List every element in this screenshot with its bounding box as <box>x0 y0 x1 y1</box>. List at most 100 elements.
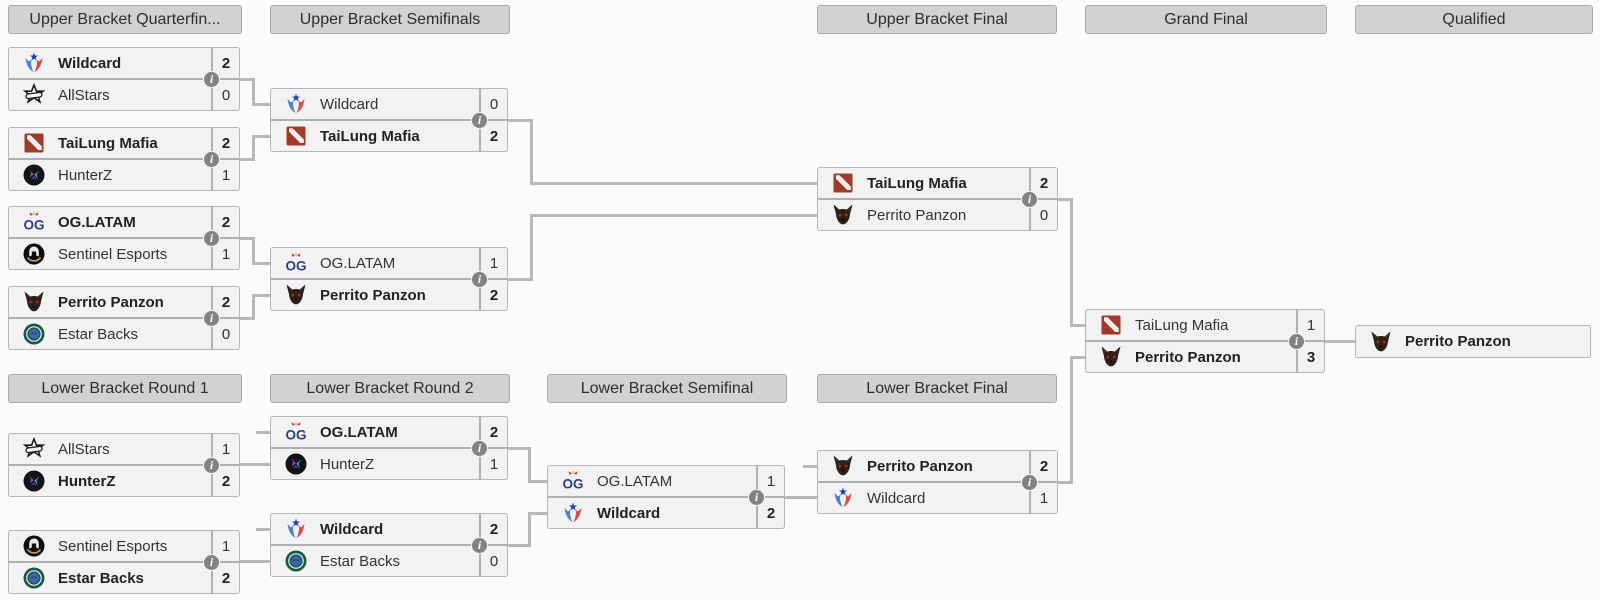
logo-hunterz-icon <box>284 452 308 476</box>
logo-og-latam-icon <box>22 210 46 234</box>
team-score: 2 <box>1029 168 1057 198</box>
team-row[interactable]: TaiLung Mafia 2 <box>271 119 507 151</box>
info-icon[interactable]: i <box>471 112 488 129</box>
connector-line <box>252 237 255 265</box>
info-icon[interactable]: i <box>203 71 220 88</box>
connector-line <box>530 214 817 217</box>
team-row[interactable]: Perrito Panzon <box>1356 326 1590 357</box>
team-row[interactable]: OG.LATAM 2 <box>271 417 507 447</box>
connector-line <box>530 119 533 185</box>
info-icon[interactable]: i <box>471 537 488 554</box>
connector-line <box>252 294 255 320</box>
team-row[interactable]: AllStars 0 <box>9 78 239 110</box>
team-score: 1 <box>211 239 239 269</box>
team-name: Perrito Panzon <box>58 293 164 311</box>
match-ub-semifinal-2: OG.LATAM 1 Perrito Panzon 2 i <box>270 247 508 311</box>
logo-tailung-mafia-icon <box>1099 313 1123 337</box>
connector-line <box>528 512 531 547</box>
match-lb-round2-1: OG.LATAM 2 HunterZ 1 i <box>270 416 508 480</box>
team-row[interactable]: OG.LATAM 2 <box>9 207 239 237</box>
logo-wildcard-icon <box>22 51 46 75</box>
team-row[interactable]: TaiLung Mafia 1 <box>1086 310 1324 340</box>
team-row[interactable]: Wildcard 2 <box>9 48 239 78</box>
team-score: 0 <box>479 546 507 576</box>
team-row[interactable]: Perrito Panzon 2 <box>271 278 507 310</box>
match-lb-round1-1: AllStars 1 HunterZ 2 i <box>8 433 240 497</box>
info-icon[interactable]: i <box>748 489 765 506</box>
info-icon[interactable]: i <box>203 554 220 571</box>
header-upper-bracket-final: Upper Bracket Final <box>817 5 1057 34</box>
connector-line <box>803 465 817 468</box>
connector-line <box>528 480 547 483</box>
team-score: 1 <box>1296 310 1324 340</box>
logo-perrito-panzon-icon <box>1099 345 1123 369</box>
team-row[interactable]: Wildcard 2 <box>271 514 507 544</box>
match-ub-quarterfinal-3: OG.LATAM 2 Sentinel Esports 1 i <box>8 206 240 270</box>
team-row[interactable]: TaiLung Mafia 2 <box>818 168 1057 198</box>
connector-line <box>240 317 255 320</box>
team-row[interactable]: AllStars 1 <box>9 434 239 464</box>
team-row[interactable]: HunterZ 1 <box>271 447 507 479</box>
connector-line <box>252 135 270 138</box>
team-row[interactable]: Estar Backs 0 <box>9 317 239 349</box>
team-name: Perrito Panzon <box>867 457 973 475</box>
connector-line <box>1070 198 1073 327</box>
connector-line <box>252 262 270 265</box>
team-row[interactable]: Perrito Panzon 2 <box>9 287 239 317</box>
info-icon[interactable]: i <box>203 310 220 327</box>
team-row[interactable]: Sentinel Esports 1 <box>9 531 239 561</box>
logo-perrito-panzon-icon <box>22 290 46 314</box>
team-name: Sentinel Esports <box>58 537 168 555</box>
team-row[interactable]: Estar Backs 2 <box>9 561 239 593</box>
team-row[interactable]: HunterZ 2 <box>9 464 239 496</box>
connector-line <box>256 431 270 434</box>
team-row[interactable]: Perrito Panzon 0 <box>818 198 1057 230</box>
team-row[interactable]: Wildcard 0 <box>271 89 507 119</box>
team-score: 1 <box>211 160 239 190</box>
logo-wildcard-icon <box>831 486 855 510</box>
team-name: Estar Backs <box>58 325 139 343</box>
team-score: 2 <box>479 514 507 544</box>
connector-line <box>530 182 817 185</box>
team-row[interactable]: OG.LATAM 1 <box>271 248 507 278</box>
connector-line <box>252 135 255 161</box>
team-row[interactable]: HunterZ 1 <box>9 158 239 190</box>
match-grand-final: TaiLung Mafia 1 Perrito Panzon 3 i <box>1085 309 1325 373</box>
logo-estar-backs-icon <box>22 322 46 346</box>
team-row[interactable]: Perrito Panzon 2 <box>818 451 1057 481</box>
team-name: AllStars <box>58 86 110 104</box>
match-lb-final: Perrito Panzon 2 Wildcard 1 i <box>817 450 1058 514</box>
info-icon[interactable]: i <box>1288 333 1305 350</box>
team-score: 0 <box>1029 200 1057 230</box>
connector-line <box>252 78 255 106</box>
connector-line <box>528 512 547 515</box>
logo-wildcard-icon <box>284 92 308 116</box>
info-icon[interactable]: i <box>1021 474 1038 491</box>
team-row[interactable]: Perrito Panzon 3 <box>1086 340 1324 372</box>
connector-line <box>240 237 255 240</box>
info-icon[interactable]: i <box>471 271 488 288</box>
team-row[interactable]: Sentinel Esports 1 <box>9 237 239 269</box>
header-upper-bracket-semifinals: Upper Bracket Semifinals <box>270 5 510 34</box>
team-name: TaiLung Mafia <box>867 174 967 192</box>
team-row[interactable]: Wildcard 2 <box>548 496 784 528</box>
team-name: OG.LATAM <box>320 423 398 441</box>
team-row[interactable]: TaiLung Mafia 2 <box>9 128 239 158</box>
team-row[interactable]: Estar Backs 0 <box>271 544 507 576</box>
info-icon[interactable]: i <box>1021 191 1038 208</box>
logo-perrito-panzon-icon <box>831 454 855 478</box>
info-icon[interactable]: i <box>471 440 488 457</box>
info-icon[interactable]: i <box>203 151 220 168</box>
info-icon[interactable]: i <box>203 230 220 247</box>
logo-og-latam-icon <box>284 420 308 444</box>
connector-line <box>1070 356 1073 484</box>
logo-tailung-mafia-icon <box>284 124 308 148</box>
team-score: 2 <box>211 287 239 317</box>
info-icon[interactable]: i <box>203 457 220 474</box>
team-row[interactable]: Wildcard 1 <box>818 481 1057 513</box>
logo-wildcard-icon <box>561 501 585 525</box>
team-row[interactable]: OG.LATAM 1 <box>548 466 784 496</box>
team-name: OG.LATAM <box>597 472 673 490</box>
header-upper-bracket-quarterfinals: Upper Bracket Quarterfin... <box>8 5 242 34</box>
connector-line <box>508 278 533 281</box>
